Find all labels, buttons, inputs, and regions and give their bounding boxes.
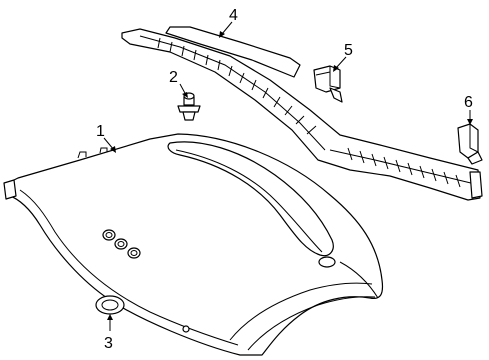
leader-lines [103,21,473,331]
part-5-retainer-clip [313,65,343,103]
part-1-package-tray [3,133,384,356]
part-6-clip [457,123,483,165]
callout-2: 2 [169,69,178,86]
callout-3: 3 [104,335,113,352]
callout-6: 6 [464,94,473,111]
callout-1: 1 [96,123,105,140]
part-3-grommet [95,295,125,315]
callout-5: 5 [344,42,353,59]
part-2-push-clip [177,92,201,121]
part-4-window-trim [121,26,483,201]
callout-4: 4 [229,7,238,24]
